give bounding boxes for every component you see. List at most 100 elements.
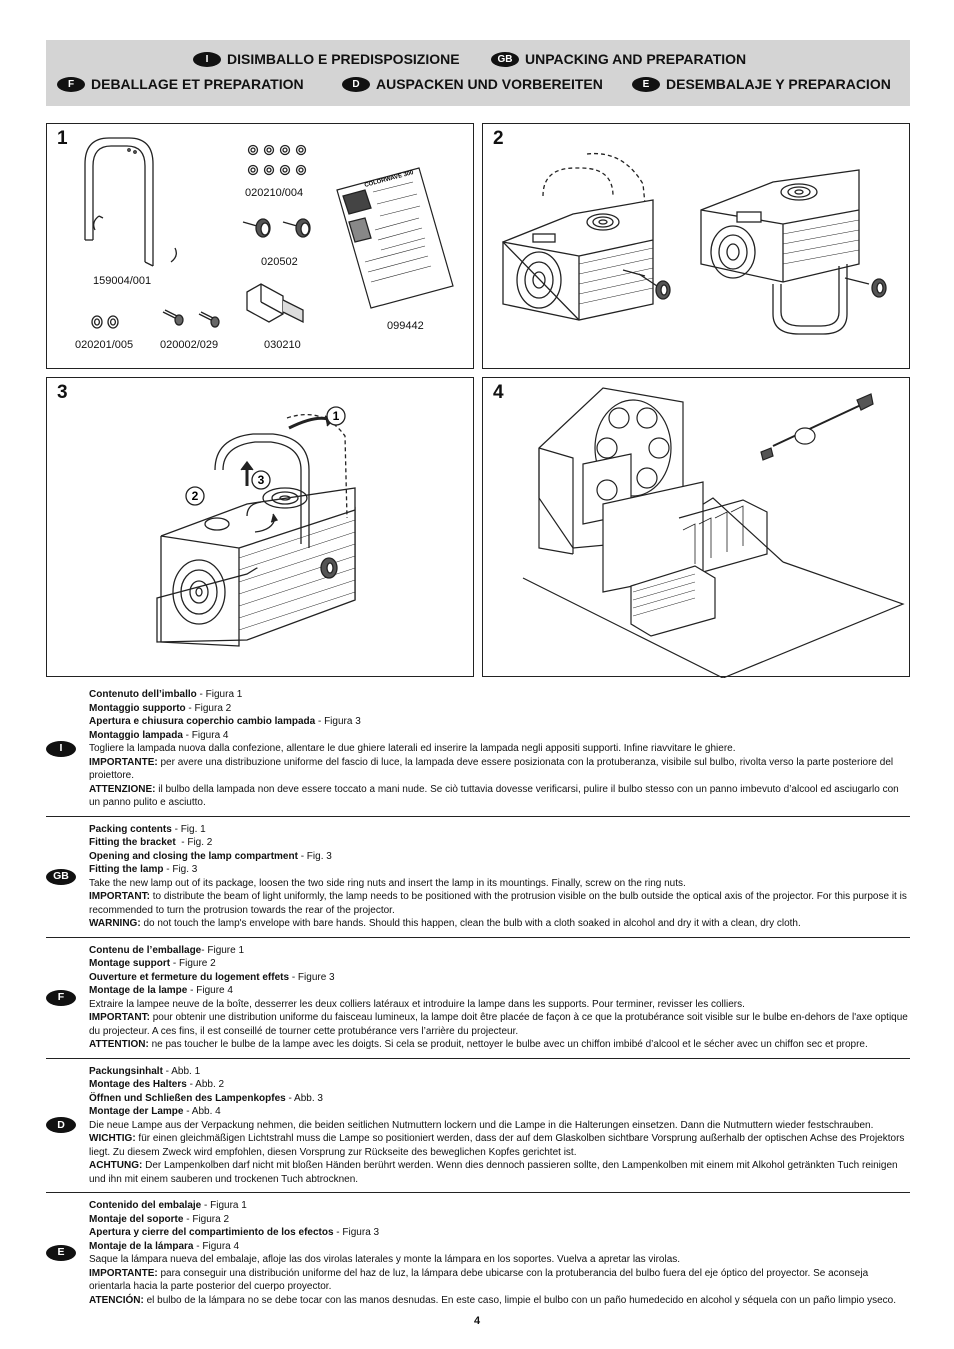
- section-gb: GB Packing contents - Fig. 1 Fitting the…: [46, 815, 910, 937]
- language-badge: E: [46, 1245, 76, 1261]
- header-item-it: I DISIMBALLO E PREDISPOSIZIONE: [193, 51, 460, 67]
- figure-number: 3: [57, 382, 68, 403]
- section-fr: F Contenu de l’emballage- Figure 1 Monta…: [46, 936, 910, 1058]
- line-text: - Figura 3: [333, 1227, 380, 1238]
- line-heading: Montage der Lampe: [89, 1106, 184, 1117]
- header-item-es: E DESEMBALAJE Y PREPARACION: [632, 76, 891, 92]
- language-badge: I: [193, 51, 221, 67]
- line-heading: Contenido del embalaje: [89, 1200, 202, 1211]
- line-heading: ATTENZIONE:: [89, 783, 156, 795]
- line-heading: IMPORTANT:: [89, 891, 150, 902]
- figure-number: 1: [57, 128, 68, 149]
- section-es: E Contenido del embalaje - Figura 1 Mont…: [46, 1192, 910, 1313]
- line-text: - Figura 2: [183, 1213, 230, 1225]
- line-text: - Figura 4: [193, 1240, 240, 1252]
- line-heading: Montaggio lampada: [89, 729, 183, 741]
- line-text: - Abb. 4: [183, 1106, 221, 1117]
- header-band: I DISIMBALLO E PREDISPOSIZIONE GB UNPACK…: [46, 40, 910, 106]
- line-text: - Figure 2: [170, 958, 216, 969]
- line-heading: Packungsinhalt: [89, 1065, 163, 1077]
- figure-4-drawing: [522, 387, 905, 678]
- line-text: Die neue Lampe aus der Verpackung nehmen…: [89, 1119, 874, 1131]
- figure-number: 4: [493, 382, 504, 403]
- line-text: - Figura 2: [185, 702, 232, 714]
- figure-1-drawing: COLORWAVE 300: [84, 137, 454, 329]
- header-item-fr: F DEBALLAGE ET PREPARATION: [57, 76, 304, 92]
- line-text: - Fig. 2: [175, 837, 213, 848]
- header-title: AUSPACKEN UND VORBEREITEN: [376, 76, 603, 92]
- line-heading: Montaje del soporte: [89, 1213, 184, 1225]
- line-text: - Figura 1: [196, 689, 243, 700]
- section-de: D Packungsinhalt - Abb. 1 Montage des Ha…: [46, 1057, 910, 1193]
- line-text: Take the new lamp out of its package, lo…: [89, 877, 686, 889]
- line-text: - Abb. 1: [162, 1065, 201, 1077]
- figure-3: 1 2 3 3: [46, 377, 474, 677]
- line-text: - Fig. 3: [297, 850, 332, 862]
- part-code: 020201/005: [75, 339, 134, 351]
- callout-1: 1: [333, 409, 340, 423]
- line-heading: IMPORTANTE:: [89, 1267, 158, 1279]
- section-it: I Contenuto dell’imballo - Figura 1 Mont…: [46, 682, 910, 816]
- line-text: para conseguir una distribución uniforme…: [89, 1267, 869, 1293]
- header-title: DISIMBALLO E PREDISPOSIZIONE: [227, 51, 460, 67]
- line-text: do not touch the lamp's envelope with ba…: [140, 918, 801, 929]
- line-text: Saque la lámpara nueva del embalaje, afl…: [89, 1254, 681, 1265]
- line-heading: IMPORTANT:: [89, 1012, 150, 1023]
- line-text: - Abb. 2: [186, 1079, 225, 1090]
- line-heading: Apertura y cierre del compartimiento de …: [89, 1227, 334, 1238]
- line-text: ne pas toucher le bulbe de la lampe avec…: [148, 1039, 868, 1050]
- line-heading: Öffnen und Schließen des Lampenkopfes: [89, 1092, 286, 1104]
- line-heading: Opening and closing the lamp compartment: [89, 850, 298, 862]
- line-heading: Montage des Halters: [89, 1079, 187, 1090]
- part-code: 020502: [261, 256, 298, 268]
- header-item-gb: GB UNPACKING AND PREPARATION: [491, 51, 746, 67]
- line-heading: WICHTIG:: [89, 1133, 136, 1144]
- line-text: - Fig. 3: [163, 864, 198, 875]
- language-badge: D: [342, 76, 370, 92]
- line-text: to distribute the beam of light uniforml…: [89, 891, 907, 916]
- line-heading: Contenu de l’emballage: [89, 944, 202, 956]
- part-code: 020210/004: [245, 187, 304, 199]
- line-text: el bulbo de la lámpara no se debe tocar …: [143, 1294, 896, 1306]
- part-code: 030210: [264, 339, 301, 351]
- line-heading: Packing contents: [89, 823, 172, 835]
- line-heading: IMPORTANTE:: [89, 756, 158, 768]
- line-text: per avere una distribuzione uniforme del…: [89, 756, 894, 782]
- figure-2: 2: [482, 123, 910, 369]
- header-title: UNPACKING AND PREPARATION: [525, 51, 747, 67]
- line-heading: Montage support: [89, 958, 171, 969]
- callout-2: 2: [192, 489, 199, 503]
- line-heading: Apertura e chiusura coperchio cambio lam…: [89, 716, 316, 727]
- language-badge: E: [632, 76, 660, 92]
- line-heading: Montage de la lampe: [89, 985, 188, 996]
- line-text: - Figure 1: [201, 944, 245, 956]
- line-text: il bulbo della lampada non deve essere t…: [89, 783, 899, 809]
- line-heading: Montaggio supporto: [89, 702, 186, 714]
- part-code: 020002/029: [160, 339, 219, 351]
- line-heading: ATENCIÓN:: [89, 1294, 144, 1306]
- instruction-sections: I Contenuto dell’imballo - Figura 1 Mont…: [46, 682, 910, 1313]
- language-badge: I: [46, 740, 76, 757]
- line-text: - Figure 4: [187, 985, 233, 996]
- language-badge: F: [57, 76, 85, 92]
- line-heading: ACHTUNG:: [89, 1160, 143, 1171]
- line-text: - Figura 3: [315, 716, 361, 727]
- header-title: DEBALLAGE ET PREPARATION: [91, 76, 304, 92]
- line-heading: Fitting the lamp: [89, 864, 164, 875]
- header-item-de: D AUSPACKEN UND VORBEREITEN: [342, 76, 603, 92]
- figure-1: COLORWAVE 300 1 020210/004 020502 159004…: [46, 123, 474, 369]
- language-badge: D: [46, 1117, 76, 1134]
- callout-3: 3: [258, 473, 265, 487]
- figure-3-drawing: 1 2 3: [156, 406, 356, 647]
- line-text: für einen gleichmäßigen Lichtstrahl muss…: [89, 1133, 905, 1158]
- line-heading: Contenuto dell’imballo: [89, 689, 197, 700]
- language-badge: F: [46, 989, 76, 1006]
- part-code: 099442: [387, 320, 424, 332]
- line-text: - Figura 4: [182, 729, 229, 741]
- line-text: pour obtenir une distribution uniforme d…: [89, 1012, 908, 1037]
- line-heading: WARNING:: [89, 918, 141, 929]
- line-text: - Figure 3: [289, 971, 335, 983]
- line-text: Extraire la lampee neuve de la boîte, de…: [89, 998, 745, 1010]
- line-heading: Ouverture et fermeture du logement effet…: [89, 971, 290, 983]
- page-number: 4: [473, 1315, 481, 1327]
